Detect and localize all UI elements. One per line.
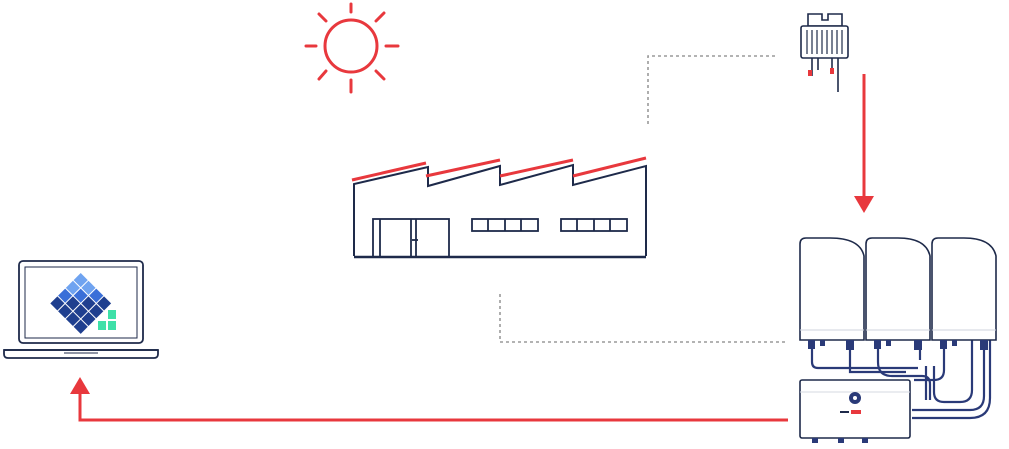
inverter-unit-3: [931, 237, 997, 341]
factory-icon: [351, 156, 647, 259]
bar-indicator-icon: [98, 310, 116, 330]
factory-door: [372, 218, 450, 258]
sun-icon: [304, 2, 400, 94]
flow-arrow-combiner-to-laptop: [70, 377, 788, 422]
combiner-box-icon: [799, 379, 911, 443]
inverter-cables: [810, 340, 992, 420]
inverter-cluster-icon: [799, 237, 997, 420]
dotted-connector-top: [647, 55, 776, 124]
power-optimizer-icon: [800, 13, 849, 92]
laptop-monitoring-icon: [3, 260, 159, 359]
dotted-connector-bottom: [499, 294, 788, 343]
factory-windows: [471, 218, 628, 232]
inverter-connectors: [808, 340, 988, 350]
brand-logo-icon: [851, 410, 861, 414]
inverter-unit-1: [799, 237, 865, 341]
flow-arrow-optimizer-to-inverters: [854, 74, 874, 213]
inverter-unit-2: [865, 237, 931, 341]
